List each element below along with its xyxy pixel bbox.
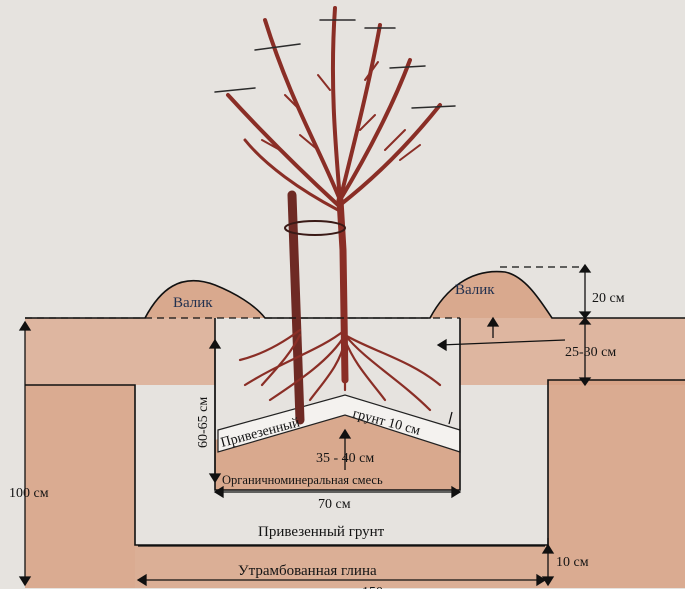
trench-width-label: 150 <box>362 585 383 589</box>
dimension-lines <box>18 263 592 587</box>
seedling <box>214 6 456 425</box>
ridge-left <box>145 280 265 318</box>
mound-height-label: 35 - 40 см <box>316 451 374 466</box>
compacted-clay-label: Утрамбованная глина <box>238 563 377 579</box>
bottom-soil-band <box>135 545 548 588</box>
pit-width-label: 70 см <box>318 497 351 512</box>
organomineral-mix-label: Органичноминеральная смесь <box>222 473 383 487</box>
pit-depth-label: 60-65 см <box>196 397 211 448</box>
tie <box>284 220 346 236</box>
roots <box>238 328 442 412</box>
ridge-height-label: 20 см <box>592 291 625 306</box>
soil-wall-left <box>25 385 135 588</box>
ridge-right-label: Валик <box>455 282 495 298</box>
top-layer-depth-label: 25-30 см <box>565 345 616 360</box>
total-depth-label: 100 см <box>9 486 49 501</box>
imported-soil-bottom-label: Привезенный грунт <box>258 524 385 540</box>
support-stake <box>287 190 305 425</box>
bottom-layer-thickness-label: 10 см <box>556 555 589 570</box>
ridge-left-label: Валик <box>173 295 213 311</box>
topsoil-left <box>25 318 215 385</box>
soil-wall-right <box>548 380 685 588</box>
topsoil-right <box>460 318 685 385</box>
